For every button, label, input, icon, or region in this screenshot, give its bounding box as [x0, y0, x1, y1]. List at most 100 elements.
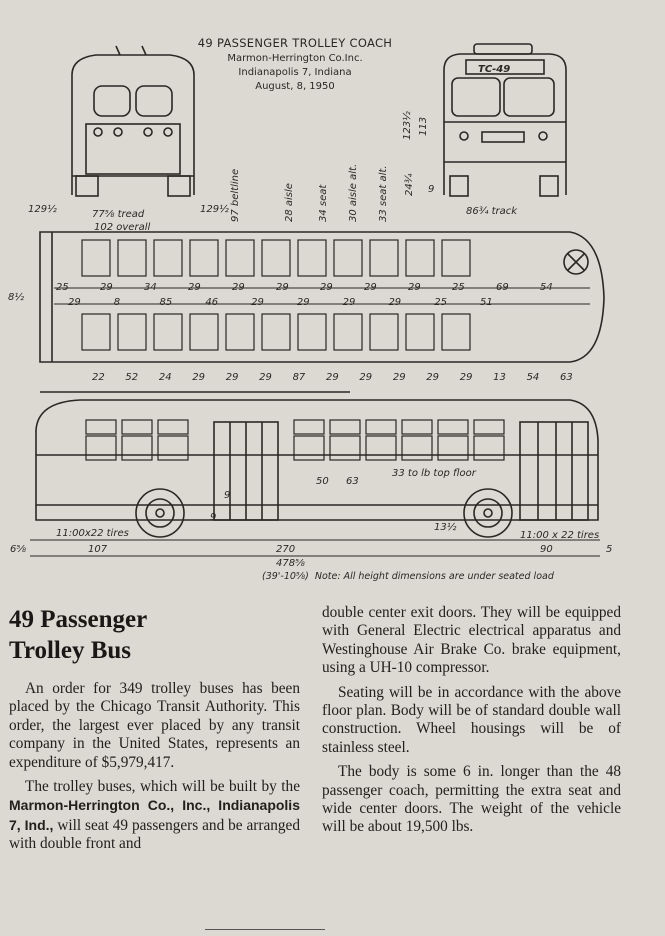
seat-bottom [225, 313, 255, 351]
plan-dimension: 29 [326, 372, 339, 383]
seat-top [369, 239, 399, 277]
rear-view [71, 45, 195, 197]
plan-dimension: 69 [496, 282, 509, 293]
plan-dimension: 29 [359, 372, 372, 383]
seat-bottom [405, 313, 435, 351]
side-dimension: 13½ [434, 521, 457, 533]
side-dimension: 9 [224, 490, 230, 501]
upper-window [473, 419, 505, 435]
side-dimension: 50 [316, 476, 329, 487]
side-dimension: 9 [210, 512, 216, 523]
seat-top [225, 239, 255, 277]
front-view [443, 43, 567, 197]
seat-top [333, 239, 363, 277]
side-dimension: 478⅝ [276, 558, 305, 569]
paragraph-5: The body is some 6 in. longer than the 4… [322, 763, 621, 836]
section-aisle-alt: 30 aisle alt. [348, 164, 359, 222]
plan-dimension: 29 [68, 297, 81, 308]
plan-dimension: 29 [226, 372, 239, 383]
plan-dimension: 22 [92, 372, 105, 383]
bus-number: TC-49 [478, 64, 510, 75]
upper-window [437, 419, 469, 435]
seat-bottom [297, 313, 327, 351]
article-column-left: An order for 349 trolley buses has been … [9, 680, 300, 854]
plan-dimension: 34 [144, 282, 157, 293]
upper-window [121, 419, 153, 435]
plan-dimension: 24 [159, 372, 172, 383]
side-window [157, 435, 189, 461]
overall-length-ft: (39'-10⅝) [262, 571, 309, 582]
note-text: Note: All height dimensions are under se… [314, 571, 554, 582]
title-line-2: Trolley Bus [9, 637, 132, 664]
side-dimension: 5 [606, 544, 612, 555]
paragraph-4: Seating will be in accordance with the a… [322, 683, 621, 756]
seat-bottom [153, 313, 183, 351]
plan-dimension: 29 [259, 372, 272, 383]
side-window [437, 435, 469, 461]
title-line-1: 49 Passenger [9, 606, 148, 633]
upper-window [157, 419, 189, 435]
paragraph-3: double center exit doors. They will be e… [322, 604, 621, 677]
plan-dimension: 8 [114, 297, 120, 308]
seat-bottom [333, 313, 363, 351]
side-window [293, 435, 325, 461]
side-window [401, 435, 433, 461]
side-window [121, 435, 153, 461]
floor-plan [39, 231, 605, 363]
dim-height-4: 9 [428, 184, 434, 195]
article-column-right: double center exit doors. They will be e… [322, 604, 621, 837]
plan-dimension: 29 [100, 282, 113, 293]
upper-window [85, 419, 117, 435]
seat-top [405, 239, 435, 277]
plan-dimension: 25 [434, 297, 447, 308]
upper-window [365, 419, 397, 435]
side-window [85, 435, 117, 461]
side-dimension: 6⅝ [10, 544, 26, 555]
plan-dimension: 29 [188, 282, 201, 293]
seat-top [297, 239, 327, 277]
header-title: 49 PASSENGER TROLLEY COACH [197, 36, 393, 50]
dim-height-1: 123½ [401, 111, 413, 140]
plan-dimension: 29 [388, 297, 401, 308]
plan-dimension: 29 [251, 297, 264, 308]
manufacturer-name: Marmon-Herrington Co., Inc., Indianapoli… [9, 797, 300, 833]
section-seat: 34 seat [318, 184, 329, 222]
section-seat-alt: 33 seat alt. [378, 166, 389, 223]
plan-dimension: 29 [408, 282, 421, 293]
seat-top [441, 239, 471, 277]
dim-track: 86¾ track [466, 206, 518, 217]
side-window [329, 435, 361, 461]
header-location: Indianapolis 7, Indiana [238, 67, 352, 78]
side-view [30, 391, 600, 557]
side-dimension: 270 [276, 544, 295, 555]
side-window [473, 435, 505, 461]
dim-height-3: 24¾ [404, 173, 415, 196]
plan-dimension: 52 [125, 372, 138, 383]
dim-overall: 102 overall [94, 222, 150, 233]
paragraph-1: An order for 349 trolley buses has been … [9, 680, 300, 771]
plan-dimension: 46 [205, 297, 218, 308]
upper-window [329, 419, 361, 435]
header-date: August, 8, 1950 [255, 81, 335, 92]
section-aisle: 28 aisle [284, 183, 295, 222]
plan-dimension: 87 [293, 372, 306, 383]
plan-dimension: 29 [426, 372, 439, 383]
section-beltline: 97 beltline [230, 169, 241, 222]
plan-dimension: 25 [452, 282, 465, 293]
plan-dimension: 54 [527, 372, 540, 383]
side-dimension: 33 to lb top floor [392, 468, 477, 479]
plan-side-dim: 8½ [8, 291, 24, 303]
bus-blueprint: TC-49 129½ 77⅝ tread 102 overall 129½ 86… [8, 43, 612, 569]
seat-top [261, 239, 291, 277]
header-company: Marmon-Herrington Co.Inc. [227, 53, 363, 64]
seat-top [117, 239, 147, 277]
seat-top [81, 239, 111, 277]
upper-window [293, 419, 325, 435]
plan-dimension: 54 [540, 282, 553, 293]
drawing-header: 49 PASSENGER TROLLEY COACH Marmon-Herrin… [150, 36, 440, 92]
side-dimension: 63 [346, 476, 359, 487]
dim-tread: 77⅝ tread [92, 209, 145, 220]
page-rule [205, 929, 325, 930]
plan-dimension: 29 [343, 297, 356, 308]
plan-dimension: 29 [364, 282, 377, 293]
